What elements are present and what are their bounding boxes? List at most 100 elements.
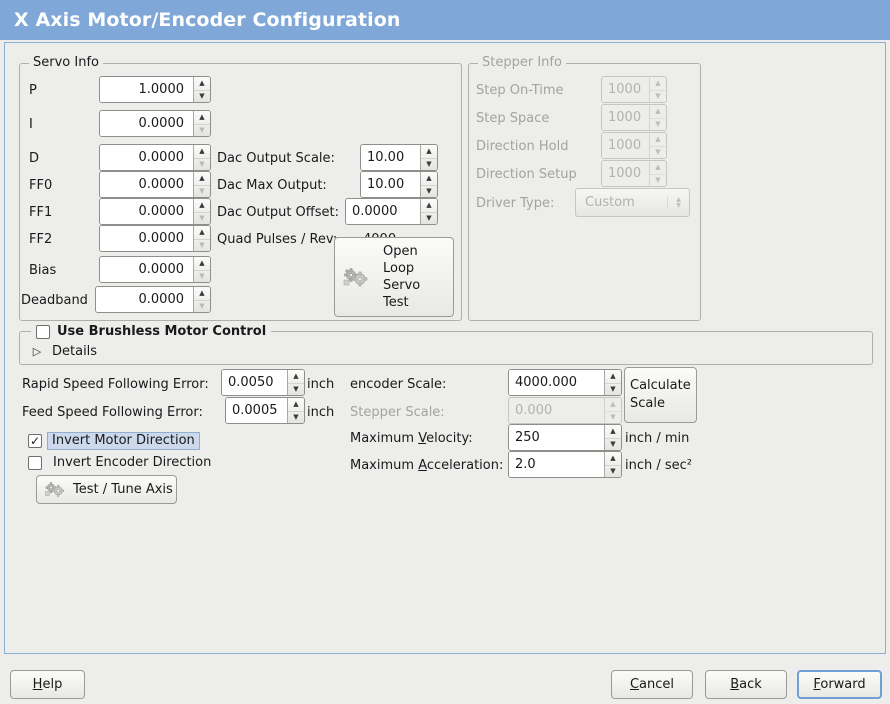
stepper-down-icon[interactable] bbox=[194, 211, 210, 225]
invert-encoder-direction-row[interactable]: Invert Encoder Direction bbox=[28, 455, 211, 470]
stepper-down-icon[interactable] bbox=[288, 382, 304, 396]
stepper-up-icon[interactable] bbox=[421, 172, 437, 185]
stepper-up-icon[interactable] bbox=[421, 199, 437, 212]
stepper-up-icon[interactable] bbox=[288, 398, 304, 411]
dac-output-offset-stepper[interactable] bbox=[420, 199, 437, 224]
encoder-scale-stepper[interactable] bbox=[604, 370, 621, 395]
cancel-button[interactable]: Cancel bbox=[611, 670, 693, 699]
servo-input-bias-value[interactable]: 0.0000 bbox=[100, 257, 193, 282]
dac-max-output-input[interactable]: 10.00 bbox=[360, 171, 438, 198]
maximum-acceleration-value[interactable]: 2.0 bbox=[509, 452, 604, 477]
invert-motor-direction-checkbox[interactable] bbox=[28, 434, 42, 448]
maximum-acceleration-input[interactable]: 2.0 bbox=[508, 451, 622, 478]
stepper-up-icon[interactable] bbox=[194, 111, 210, 124]
stepper-up-icon[interactable] bbox=[605, 425, 621, 438]
help-button[interactable]: Help bbox=[10, 670, 85, 699]
servo-input-deadband-value[interactable]: 0.0000 bbox=[96, 287, 193, 312]
servo-input-p-value[interactable]: 1.0000 bbox=[100, 77, 193, 102]
dac-output-scale-stepper[interactable] bbox=[420, 145, 437, 170]
dac-max-output-stepper[interactable] bbox=[420, 172, 437, 197]
servo-input-deadband-stepper[interactable] bbox=[193, 287, 210, 312]
stepper-down-icon[interactable] bbox=[194, 184, 210, 198]
dac-output-offset-value[interactable]: 0.0000 bbox=[346, 199, 420, 224]
servo-input-ff2[interactable]: 0.0000 bbox=[99, 225, 211, 252]
dac-max-output-value[interactable]: 10.00 bbox=[361, 172, 420, 197]
servo-input-ff0[interactable]: 0.0000 bbox=[99, 171, 211, 198]
open-loop-line-2: Loop bbox=[383, 261, 415, 276]
dac-output-scale-input[interactable]: 10.00 bbox=[360, 144, 438, 171]
maximum-velocity-stepper[interactable] bbox=[604, 425, 621, 450]
servo-input-bias-stepper[interactable] bbox=[193, 257, 210, 282]
servo-input-bias[interactable]: 0.0000 bbox=[99, 256, 211, 283]
stepper-down-icon[interactable] bbox=[605, 382, 621, 396]
stepper-down-icon[interactable] bbox=[194, 123, 210, 137]
stepper-up-icon[interactable] bbox=[194, 77, 210, 90]
stepper-down-icon[interactable] bbox=[194, 157, 210, 171]
test-tune-axis-button[interactable]: Test / Tune Axis bbox=[36, 475, 177, 504]
feed-following-error-input[interactable]: 0.0005 bbox=[225, 397, 305, 424]
stepper-up-icon[interactable] bbox=[288, 370, 304, 383]
forward-button[interactable]: Forward bbox=[797, 670, 882, 699]
encoder-scale-input[interactable]: 4000.000 bbox=[508, 369, 622, 396]
feed-following-error-label: Feed Speed Following Error: bbox=[22, 405, 203, 420]
step-space-stepper bbox=[649, 105, 666, 130]
stepper-up-icon[interactable] bbox=[194, 287, 210, 300]
servo-input-ff2-stepper[interactable] bbox=[193, 226, 210, 251]
stepper-up-icon[interactable] bbox=[421, 145, 437, 158]
invert-encoder-direction-checkbox[interactable] bbox=[28, 455, 42, 470]
servo-input-ff1-value[interactable]: 0.0000 bbox=[100, 199, 193, 224]
stepper-up-icon[interactable] bbox=[194, 257, 210, 270]
rapid-following-error-stepper[interactable] bbox=[287, 370, 304, 395]
rapid-following-error-input[interactable]: 0.0050 bbox=[221, 369, 305, 396]
details-expander[interactable]: Details bbox=[31, 344, 97, 359]
stepper-down-icon[interactable] bbox=[194, 238, 210, 252]
stepper-up-icon[interactable] bbox=[605, 452, 621, 465]
encoder-scale-value[interactable]: 4000.000 bbox=[509, 370, 604, 395]
rapid-following-error-value[interactable]: 0.0050 bbox=[222, 370, 287, 395]
open-loop-servo-test-button[interactable]: Open Loop Servo Test bbox=[334, 237, 454, 317]
servo-input-deadband[interactable]: 0.0000 bbox=[95, 286, 211, 313]
servo-input-ff1[interactable]: 0.0000 bbox=[99, 198, 211, 225]
stepper-up-icon[interactable] bbox=[194, 226, 210, 239]
servo-input-p-stepper[interactable] bbox=[193, 77, 210, 102]
feed-following-error-stepper[interactable] bbox=[287, 398, 304, 423]
stepper-down-icon[interactable] bbox=[194, 269, 210, 283]
servo-input-ff0-value[interactable]: 0.0000 bbox=[100, 172, 193, 197]
chevron-right-icon[interactable] bbox=[31, 346, 43, 358]
servo-input-i[interactable]: 0.0000 bbox=[99, 110, 211, 137]
servo-input-d-value[interactable]: 0.0000 bbox=[100, 145, 193, 170]
maximum-velocity-input[interactable]: 250 bbox=[508, 424, 622, 451]
stepper-down-icon[interactable] bbox=[421, 184, 437, 198]
stepper-down-icon[interactable] bbox=[194, 89, 210, 103]
servo-input-i-stepper[interactable] bbox=[193, 111, 210, 136]
stepper-down-icon bbox=[650, 173, 666, 187]
dac-output-scale-value[interactable]: 10.00 bbox=[361, 145, 420, 170]
servo-input-ff2-value[interactable]: 0.0000 bbox=[100, 226, 193, 251]
use-brushless-motor-control-row[interactable]: Use Brushless Motor Control bbox=[31, 324, 272, 339]
stepper-down-icon[interactable] bbox=[194, 299, 210, 313]
servo-input-ff0-stepper[interactable] bbox=[193, 172, 210, 197]
stepper-down-icon[interactable] bbox=[421, 157, 437, 171]
servo-input-d[interactable]: 0.0000 bbox=[99, 144, 211, 171]
stepper-down-icon[interactable] bbox=[421, 211, 437, 225]
maximum-velocity-value[interactable]: 250 bbox=[509, 425, 604, 450]
stepper-up-icon[interactable] bbox=[194, 145, 210, 158]
servo-input-d-stepper[interactable] bbox=[193, 145, 210, 170]
servo-input-p[interactable]: 1.0000 bbox=[99, 76, 211, 103]
dac-output-offset-input[interactable]: 0.0000 bbox=[345, 198, 438, 225]
servo-input-ff1-stepper[interactable] bbox=[193, 199, 210, 224]
calculate-scale-button[interactable]: Calculate Scale bbox=[624, 367, 697, 423]
dac-output-offset-label: Dac Output Offset: bbox=[217, 205, 339, 220]
stepper-down-icon[interactable] bbox=[605, 464, 621, 478]
invert-motor-direction-row[interactable]: Invert Motor Direction bbox=[28, 432, 200, 450]
stepper-up-icon[interactable] bbox=[194, 172, 210, 185]
stepper-up-icon[interactable] bbox=[194, 199, 210, 212]
use-brushless-motor-control-checkbox[interactable] bbox=[36, 324, 50, 339]
stepper-down-icon[interactable] bbox=[605, 437, 621, 451]
stepper-up-icon[interactable] bbox=[605, 370, 621, 383]
stepper-down-icon[interactable] bbox=[288, 410, 304, 424]
maximum-acceleration-stepper[interactable] bbox=[604, 452, 621, 477]
back-button[interactable]: Back bbox=[705, 670, 787, 699]
servo-input-i-value[interactable]: 0.0000 bbox=[100, 111, 193, 136]
feed-following-error-value[interactable]: 0.0005 bbox=[226, 398, 287, 423]
